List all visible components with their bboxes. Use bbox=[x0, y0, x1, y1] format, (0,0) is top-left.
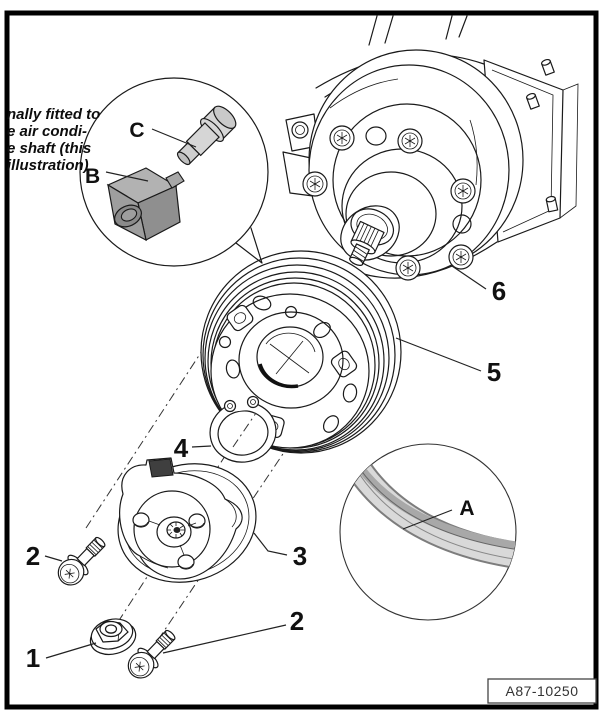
snap-ring bbox=[209, 392, 277, 463]
valve-block-b bbox=[106, 167, 185, 242]
clutch-plate bbox=[117, 457, 257, 583]
inset-circle-bc bbox=[79, 77, 269, 267]
callout-b: B bbox=[85, 165, 100, 188]
callout-5: 5 bbox=[487, 357, 501, 387]
plate-holes bbox=[132, 512, 206, 570]
callout-c: C bbox=[129, 119, 144, 142]
drawing-number: A87-10250 bbox=[505, 683, 578, 699]
callout-4: 4 bbox=[174, 433, 189, 463]
callout-2-left: 2 bbox=[26, 541, 40, 571]
nut bbox=[89, 618, 137, 656]
plug-bolt-c bbox=[176, 105, 237, 166]
drawing-number-box: A87-10250 bbox=[487, 678, 597, 704]
compressor-shaft bbox=[349, 208, 395, 266]
callout-2-right: 2 bbox=[290, 606, 304, 636]
caption-text: nally fitted to e air condi- e shaft (th… bbox=[7, 106, 100, 174]
caption-line-3: e shaft (this bbox=[7, 140, 92, 157]
leader-lines bbox=[44, 128, 487, 659]
caption-line-1: nally fitted to bbox=[7, 106, 101, 123]
callout-3: 3 bbox=[293, 541, 307, 571]
compressor bbox=[282, 15, 579, 281]
plate-tab bbox=[148, 458, 174, 478]
caption-line-4: illustration) bbox=[7, 157, 89, 174]
detail-circle-a bbox=[339, 443, 517, 621]
bolt-2-bottom bbox=[127, 629, 176, 679]
compressor-screws bbox=[302, 125, 476, 281]
caption-line-2: e air condi- bbox=[7, 123, 88, 140]
callout-1: 1 bbox=[26, 643, 40, 673]
callout-6: 6 bbox=[492, 276, 506, 306]
bolt-2-left bbox=[57, 536, 106, 586]
callout-a: A bbox=[459, 497, 474, 520]
